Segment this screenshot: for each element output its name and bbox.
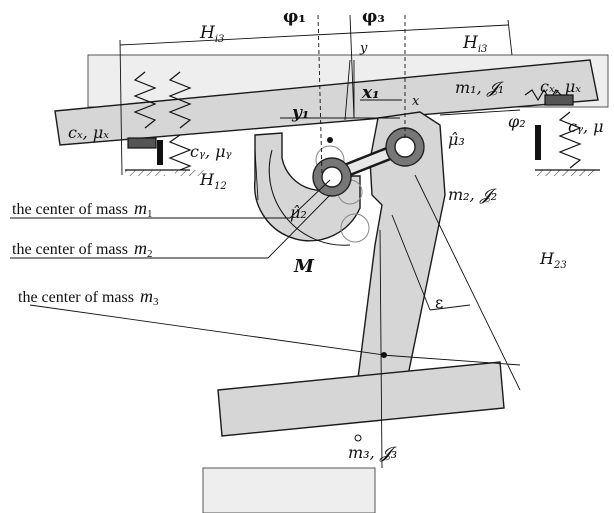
m2J2-label: m₂, 𝓙₂	[448, 185, 497, 204]
M-label: M	[293, 256, 315, 277]
bottom-base-block	[202, 467, 376, 513]
joint-1-inner	[321, 166, 343, 188]
dimension-lines	[10, 14, 521, 469]
body-2-hook	[253, 132, 361, 242]
cy-muy-left-label: cᵧ, μᵧ	[190, 142, 232, 161]
cx-mux-right-label: cₓ, μₓ	[540, 77, 581, 96]
phi1-label: φ₁	[283, 7, 306, 27]
center-m3-dot	[381, 352, 387, 358]
mu2-label: μ̂₂	[290, 203, 307, 222]
H23-label: H23	[539, 249, 567, 271]
epsilon-label: ε	[435, 293, 443, 312]
cx-mux-left-label: cₓ, μₓ	[68, 123, 109, 142]
x-axis-label: x	[412, 94, 420, 109]
H12-label: H12	[199, 170, 227, 192]
cy-mu-right-label: cᵧ, μ	[568, 117, 604, 136]
mu3-label: μ̂₃	[448, 130, 465, 149]
phi2-label: φ₂	[508, 112, 526, 131]
m3J3-dot	[354, 434, 362, 442]
x1-label: x₁	[361, 83, 380, 103]
phi3-label: φ₃	[362, 7, 385, 27]
y-axis-label: y	[359, 41, 368, 56]
ghost-circle-2	[340, 213, 370, 243]
body-1-bar	[54, 59, 599, 146]
joint-2-inner	[394, 136, 416, 158]
m3J3-label: m₃, 𝓙₃	[348, 443, 397, 462]
H-i3-left-label: Hi3	[199, 23, 224, 45]
right-spring-damper	[524, 88, 600, 176]
y1-label: y₁	[291, 103, 309, 123]
H-i3-right-label: Hi3	[462, 33, 487, 55]
body-3-base	[217, 361, 505, 437]
m1J1-label: m₁, 𝓙₁	[455, 78, 504, 97]
center-m1-dot	[327, 137, 333, 143]
left-spring-damper	[125, 71, 205, 176]
